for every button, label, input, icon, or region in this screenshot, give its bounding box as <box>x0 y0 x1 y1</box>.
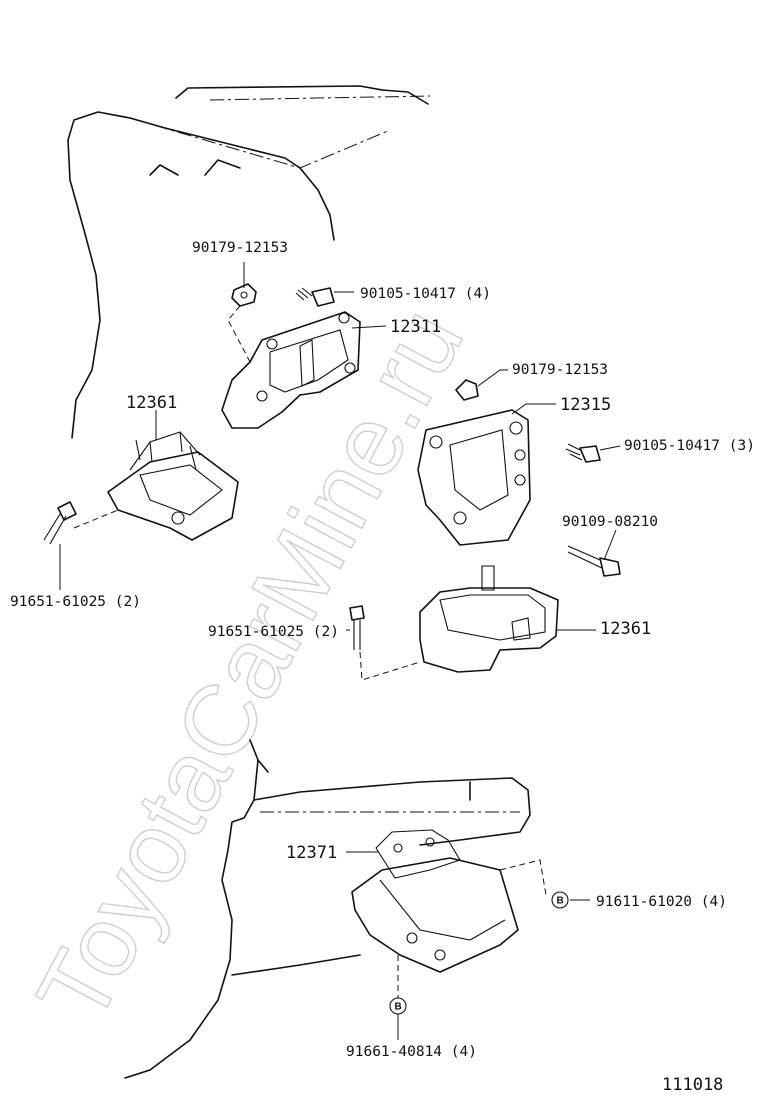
part-12371-rear-mount <box>351 829 519 973</box>
transmission-outline <box>124 739 531 1079</box>
label-90105-mid: 90105-10417 (3) <box>624 438 755 454</box>
assembly-guides <box>73 305 547 998</box>
label-91661: 91661-40814 (4) <box>346 1044 477 1060</box>
nut-90179-top <box>231 283 257 307</box>
label-12361-left: 12361 <box>126 393 177 413</box>
svg-text:B: B <box>557 896 564 907</box>
label-12361-right: 12361 <box>600 619 651 639</box>
label-12311: 12311 <box>390 317 441 337</box>
part-12311-bracket <box>221 311 361 429</box>
bolt-90105-mid <box>565 443 601 463</box>
label-12315: 12315 <box>560 395 611 415</box>
nut-90179-mid <box>455 379 479 401</box>
part-12361-left-insulator <box>107 431 239 541</box>
bolt-90105-top <box>295 287 335 307</box>
label-91651-mid: 91651-61025 (2) <box>208 624 339 640</box>
label-91611: 91611-61020 (4) <box>596 894 727 910</box>
bolt-90109 <box>567 545 621 577</box>
engine-block-outline <box>67 85 431 439</box>
label-90105-top: 90105-10417 (4) <box>360 286 491 302</box>
diagram-id: 111018 <box>662 1075 723 1095</box>
leader-lines <box>59 262 621 1040</box>
label-12371: 12371 <box>286 843 337 863</box>
part-12361-right-insulator <box>419 565 559 673</box>
label-91651-left: 91651-61025 (2) <box>10 594 141 610</box>
marker-b-right: B <box>551 891 569 909</box>
label-90179-top: 90179-12153 <box>192 240 288 256</box>
label-90179-mid: 90179-12153 <box>512 362 608 378</box>
part-12315-bracket <box>417 409 531 546</box>
bolt-91651-left <box>43 501 77 545</box>
bolt-91651-mid <box>349 605 365 650</box>
svg-text:B: B <box>395 1002 402 1013</box>
marker-b-bottom: B <box>389 997 407 1015</box>
label-90109: 90109-08210 <box>562 514 658 530</box>
